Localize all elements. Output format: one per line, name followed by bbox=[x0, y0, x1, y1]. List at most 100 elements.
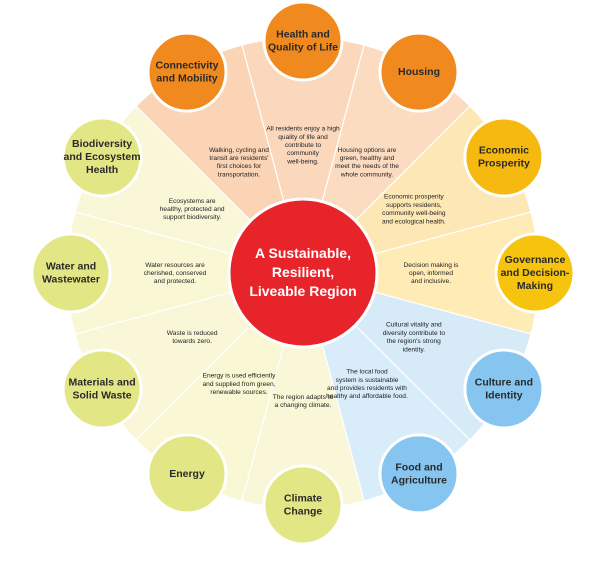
description-connectivity-and-mobility-line: transit are residents' bbox=[209, 155, 268, 162]
description-health-and-quality-of-life: All residents enjoy a high quality of lif… bbox=[266, 125, 340, 165]
node-title-economic-prosperity-line: Prosperity bbox=[478, 157, 530, 169]
description-food-and-agriculture-line: system is sustainable bbox=[336, 377, 399, 384]
node-circle-food-and-agriculture bbox=[378, 433, 460, 515]
node-circle-connectivity-and-mobility bbox=[146, 31, 228, 113]
wheel-descriptions: All residents enjoy a high quality of lif… bbox=[144, 125, 460, 409]
node-circle-materials-and-solid-waste bbox=[61, 348, 143, 430]
description-governance-and-decision-making-line: Decision making is bbox=[404, 262, 460, 269]
center-title-line: Resilient, bbox=[272, 264, 334, 280]
node-circle-biodiversity-and-ecosystem-health bbox=[61, 116, 143, 198]
description-health-and-quality-of-life-line: well-being. bbox=[286, 158, 319, 165]
description-health-and-quality-of-life-line: quality of life and bbox=[278, 134, 328, 141]
description-health-and-quality-of-life-line: contribute to bbox=[285, 142, 322, 149]
node-title-governance-and-decision-making-line: and Decision- bbox=[501, 267, 570, 279]
description-health-and-quality-of-life-line: All residents enjoy a high bbox=[266, 125, 340, 132]
description-biodiversity-and-ecosystem-health-line: Ecosystems are bbox=[169, 198, 216, 205]
node-energy: Energy bbox=[146, 433, 228, 515]
node-title-energy-line: Energy bbox=[169, 468, 205, 480]
node-title-biodiversity-and-ecosystem-health-line: Health bbox=[86, 164, 118, 176]
description-culture-and-identity-line: Cultural vitality and bbox=[386, 321, 442, 328]
node-title-biodiversity-and-ecosystem-health-line: and Ecosystem bbox=[64, 151, 141, 163]
description-biodiversity-and-ecosystem-health-line: healthy, protected and bbox=[160, 206, 225, 213]
node-circle-energy bbox=[146, 433, 228, 515]
description-economic-prosperity-line: supports residents, bbox=[386, 202, 442, 209]
node-housing: Housing bbox=[378, 31, 460, 113]
description-connectivity-and-mobility-line: Walking, cycling and bbox=[209, 147, 269, 154]
description-water-and-wastewater-line: Water resources are bbox=[145, 262, 205, 269]
node-title-connectivity-and-mobility-line: Connectivity bbox=[155, 59, 218, 71]
node-title-biodiversity-and-ecosystem-health-line: Biodiversity bbox=[72, 138, 132, 150]
node-title-climate-change-line: Climate bbox=[284, 492, 322, 504]
node-title-economic-prosperity-line: Economic bbox=[479, 144, 529, 156]
description-food-and-agriculture-line: healthy and affordable food. bbox=[326, 393, 408, 400]
description-biodiversity-and-ecosystem-health-line: support biodiversity. bbox=[163, 214, 221, 221]
description-economic-prosperity: Economic prosperity supports residents,co… bbox=[382, 193, 446, 225]
description-energy-line: Energy is used efficiently bbox=[203, 372, 277, 379]
center-title-line: Liveable Region bbox=[249, 283, 356, 299]
description-food-and-agriculture-line: The local food bbox=[346, 368, 388, 375]
description-culture-and-identity-line: the region's strong bbox=[387, 338, 441, 345]
node-circle-housing bbox=[378, 31, 460, 113]
node-title-health-and-quality-of-life-line: Health and bbox=[276, 28, 330, 40]
description-health-and-quality-of-life-line: community bbox=[287, 150, 320, 157]
node-title-materials-and-solid-waste-line: Materials and bbox=[69, 376, 136, 388]
description-materials-and-solid-waste-line: Waste is reduced bbox=[167, 330, 218, 337]
description-water-and-wastewater-line: and protected. bbox=[154, 278, 196, 285]
node-title-housing: Housing bbox=[398, 66, 440, 78]
center-title-line: A Sustainable, bbox=[255, 245, 351, 261]
description-food-and-agriculture-line: and provides residents with bbox=[327, 385, 407, 392]
node-circle-culture-and-identity bbox=[463, 348, 545, 430]
description-housing-line: whole community. bbox=[340, 171, 393, 178]
node-title-health-and-quality-of-life-line: Quality of Life bbox=[268, 41, 338, 53]
description-connectivity-and-mobility-line: first choices for bbox=[217, 163, 262, 170]
description-climate-change-line: a changing climate. bbox=[275, 402, 332, 409]
node-title-water-and-wastewater-line: Wastewater bbox=[42, 273, 100, 285]
description-housing-line: green, healthy and bbox=[340, 155, 395, 162]
description-economic-prosperity-line: and ecological health. bbox=[382, 218, 446, 225]
description-water-and-wastewater-line: cherished, conserved bbox=[144, 270, 207, 277]
node-title-housing-line: Housing bbox=[398, 66, 440, 78]
node-title-food-and-agriculture-line: Agriculture bbox=[391, 474, 447, 486]
description-governance-and-decision-making-line: and inclusive. bbox=[411, 278, 451, 285]
description-energy-line: renewable sources. bbox=[210, 389, 267, 396]
node-circle-governance-and-decision-making bbox=[494, 232, 576, 314]
description-materials-and-solid-waste-line: towards zero. bbox=[172, 338, 212, 345]
description-economic-prosperity-line: Economic prosperity bbox=[384, 193, 444, 200]
center-hub: A Sustainable, Resilient, Liveable Region bbox=[227, 197, 379, 349]
node-circle-economic-prosperity bbox=[463, 116, 545, 198]
node-title-culture-and-identity-line: Identity bbox=[485, 389, 522, 401]
description-economic-prosperity-line: community well-being bbox=[382, 210, 446, 217]
description-energy-line: and supplied from green, bbox=[203, 381, 276, 388]
description-culture-and-identity-line: identity. bbox=[403, 346, 425, 353]
description-housing-line: Housing options are bbox=[338, 147, 397, 154]
center-title: A Sustainable, Resilient, Liveable Region bbox=[249, 245, 356, 299]
